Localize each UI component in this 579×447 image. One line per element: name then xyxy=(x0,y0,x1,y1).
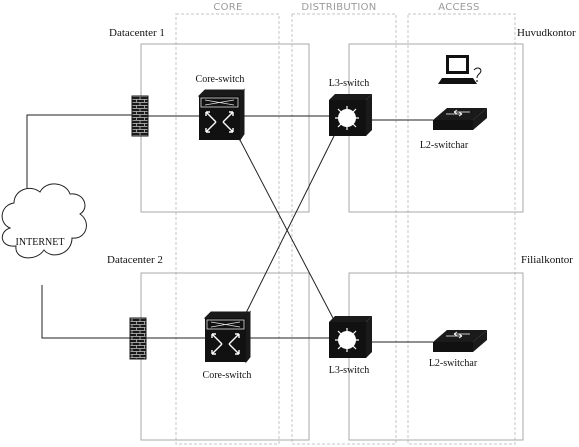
core-switch-2-label: Core-switch xyxy=(203,370,252,381)
core-layer-column xyxy=(175,13,280,445)
l3-switch-2: L3-switch xyxy=(329,316,372,376)
layer-columns xyxy=(175,13,516,445)
l3-switch-icon xyxy=(329,316,372,358)
internet-cloud: INTERNET xyxy=(1,183,87,259)
core-switch-icon xyxy=(197,88,245,142)
core-layer-label: CORE xyxy=(213,2,242,13)
l3-switch-2-label: L3-switch xyxy=(329,365,370,376)
datacenter1-label: Datacenter 1 xyxy=(109,27,165,39)
l2-switch-2-label: L2-switchar xyxy=(429,358,478,369)
link-cloud-firewall1 xyxy=(26,114,132,208)
internet-label: INTERNET xyxy=(16,237,65,248)
l2-switch-icon xyxy=(433,330,487,352)
l2-switch-1-label: L2-switchar xyxy=(420,140,469,151)
l2-switch-1: L2-switchar xyxy=(420,108,487,151)
distribution-layer-label: DISTRIBUTION xyxy=(301,2,376,13)
link-core2-l3-1 xyxy=(245,135,335,314)
firewall-icon xyxy=(131,95,149,137)
firewall-2 xyxy=(129,317,147,360)
link-cloud-firewall2 xyxy=(41,285,130,339)
core-switch-1-label: Core-switch xyxy=(196,74,245,85)
connection-lines xyxy=(26,114,433,343)
firewall-icon xyxy=(129,317,147,360)
access-layer-label: ACCESS xyxy=(438,2,479,13)
core-switch-1: Core-switch xyxy=(196,74,245,142)
datacenter2-label: Datacenter 2 xyxy=(107,254,163,266)
l2-switch-2: L2-switchar xyxy=(429,330,487,369)
l3-switch-1: L3-switch xyxy=(329,78,372,136)
l3-switch-1-label: L3-switch xyxy=(329,78,370,89)
filialkontor-box xyxy=(348,272,524,441)
l3-switch-icon xyxy=(329,94,372,136)
core-switch-2: Core-switch xyxy=(203,310,252,381)
workstation-icon xyxy=(438,55,482,84)
l2-switch-icon xyxy=(433,108,487,130)
core-switch-icon xyxy=(203,310,251,364)
workstation xyxy=(438,55,482,84)
cloud-icon xyxy=(1,183,87,259)
filialkontor-label: Filialkontor xyxy=(521,254,573,266)
distribution-layer-column xyxy=(291,13,397,445)
access-layer-column xyxy=(407,13,516,445)
huvudkontor-label: Huvudkontor xyxy=(517,27,576,39)
firewall-1 xyxy=(131,95,149,137)
